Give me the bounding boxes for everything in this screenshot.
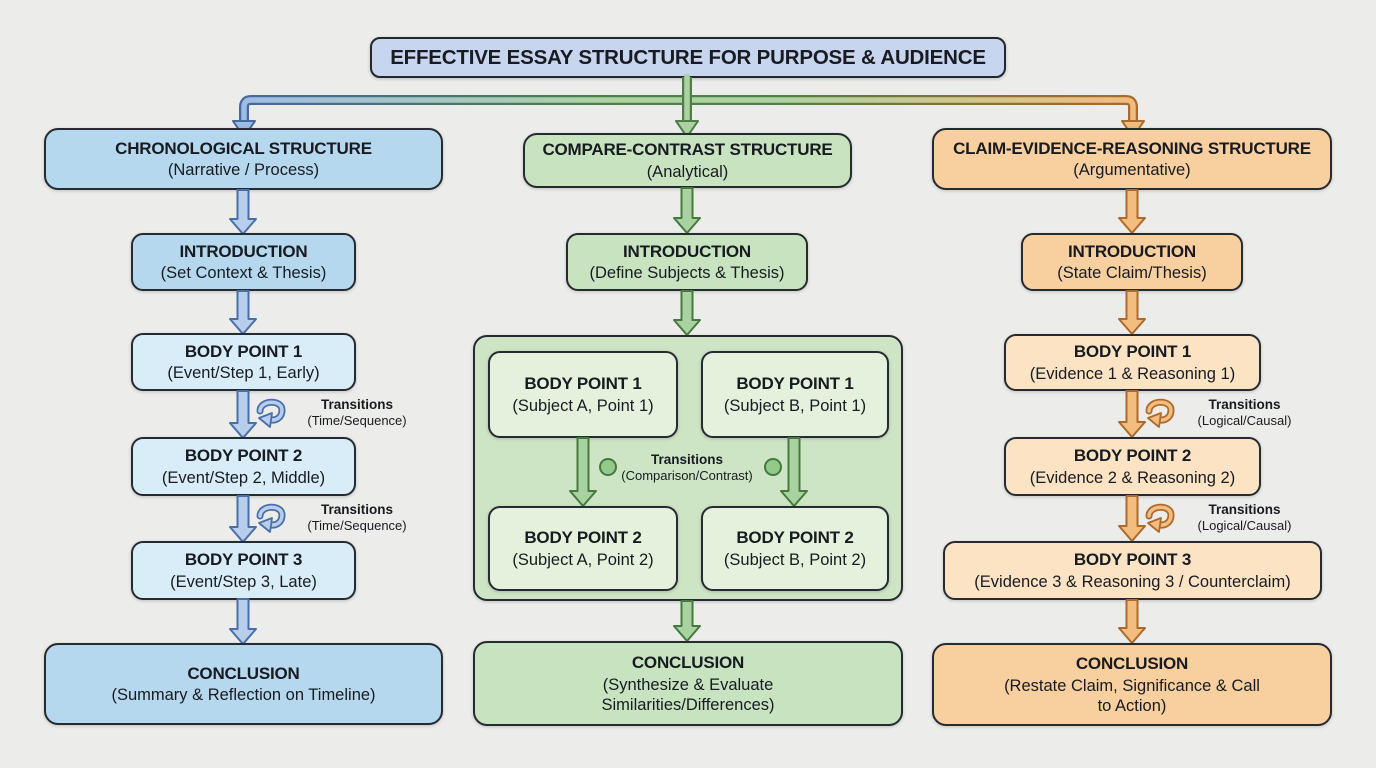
column-header-title: CHRONOLOGICAL STRUCTURE bbox=[115, 138, 372, 158]
box-introduction-compare-contrast: INTRODUCTION (Define Subjects & Thesis) bbox=[566, 233, 808, 291]
flow-arrow-icon bbox=[229, 290, 257, 335]
box-subtitle: (Define Subjects & Thesis) bbox=[589, 264, 785, 283]
box-subtitle: (Subject B, Point 2) bbox=[723, 550, 867, 569]
transition-curved-arrow-icon bbox=[1145, 503, 1175, 533]
flow-arrow-icon bbox=[673, 290, 701, 336]
box-subtitle: (Evidence 3 & Reasoning 3 / Counterclaim… bbox=[974, 572, 1291, 591]
flow-arrow-icon bbox=[1118, 495, 1146, 542]
box-subtitle: (Restate Claim, Significance & Call to A… bbox=[1004, 676, 1260, 715]
box-subtitle: (Subject B, Point 1) bbox=[723, 396, 867, 415]
box-conclusion-claim: CONCLUSION (Restate Claim, Significance … bbox=[932, 643, 1332, 726]
box-title: INTRODUCTION bbox=[1068, 241, 1196, 261]
column-header-subtitle: (Analytical) bbox=[646, 162, 729, 181]
column-header-chronological: CHRONOLOGICAL STRUCTURE (Narrative / Pro… bbox=[44, 128, 443, 190]
box-title: BODY POINT 1 bbox=[524, 374, 642, 394]
transition-title: Transitions bbox=[1208, 397, 1281, 412]
transition-label-chronological-2: Transitions (Time/Sequence) bbox=[282, 502, 432, 534]
box-body-point-3-claim: BODY POINT 3 (Evidence 3 & Reasoning 3 /… bbox=[943, 541, 1322, 600]
box-title: CONCLUSION bbox=[631, 653, 745, 673]
column-header-subtitle: (Argumentative) bbox=[1073, 161, 1191, 180]
flow-arrow-icon bbox=[673, 600, 701, 642]
column-header-subtitle: (Narrative / Process) bbox=[167, 161, 320, 180]
box-introduction-chronological: INTRODUCTION (Set Context & Thesis) bbox=[131, 233, 356, 291]
flow-arrow-icon bbox=[780, 437, 808, 507]
box-title: BODY POINT 2 bbox=[184, 446, 303, 466]
transition-subtitle: (Time/Sequence) bbox=[307, 413, 407, 429]
box-title: BODY POINT 3 bbox=[184, 550, 303, 570]
diagram-title: EFFECTIVE ESSAY STRUCTURE FOR PURPOSE & … bbox=[370, 37, 1006, 78]
flow-arrow-icon bbox=[1118, 290, 1146, 335]
column-header-title: COMPARE-CONTRAST STRUCTURE bbox=[542, 140, 833, 160]
transition-label-chronological-1: Transitions (Time/Sequence) bbox=[282, 397, 432, 429]
box-body-point-2-subject-b: BODY POINT 2 (Subject B, Point 2) bbox=[701, 506, 889, 591]
box-subtitle: (Evidence 2 & Reasoning 2) bbox=[1029, 468, 1236, 487]
box-subtitle: (State Claim/Thesis) bbox=[1057, 264, 1207, 283]
diagram-title-text: EFFECTIVE ESSAY STRUCTURE FOR PURPOSE & … bbox=[390, 45, 986, 69]
box-body-point-1-subject-b: BODY POINT 1 (Subject B, Point 1) bbox=[701, 351, 889, 438]
box-body-point-2-claim: BODY POINT 2 (Evidence 2 & Reasoning 2) bbox=[1004, 437, 1261, 496]
column-header-title: CLAIM-EVIDENCE-REASONING STRUCTURE bbox=[953, 138, 1311, 158]
box-title: CONCLUSION bbox=[1075, 654, 1189, 674]
transition-label-claim-2: Transitions (Logical/Causal) bbox=[1172, 502, 1317, 534]
box-body-point-1-claim: BODY POINT 1 (Evidence 1 & Reasoning 1) bbox=[1004, 334, 1261, 391]
box-title: INTRODUCTION bbox=[623, 241, 751, 261]
box-subtitle: (Set Context & Thesis) bbox=[160, 264, 327, 283]
box-title: INTRODUCTION bbox=[179, 241, 308, 261]
box-subtitle: (Event/Step 1, Early) bbox=[167, 364, 320, 383]
transition-label-compare-contrast: Transitions (Comparison/Contrast) bbox=[607, 452, 767, 484]
box-title: BODY POINT 1 bbox=[184, 341, 303, 361]
flow-arrow-icon bbox=[229, 495, 257, 543]
box-title: BODY POINT 1 bbox=[736, 374, 854, 394]
transition-subtitle: (Logical/Causal) bbox=[1197, 518, 1292, 534]
box-body-point-3-chronological: BODY POINT 3 (Event/Step 3, Late) bbox=[131, 541, 356, 600]
column-header-claim-evidence-reasoning: CLAIM-EVIDENCE-REASONING STRUCTURE (Argu… bbox=[932, 128, 1332, 190]
flow-arrow-icon bbox=[1118, 599, 1146, 644]
transition-title: Transitions bbox=[1208, 502, 1281, 517]
transition-curved-arrow-icon bbox=[256, 398, 286, 428]
transition-title: Transitions bbox=[650, 452, 723, 467]
box-title: BODY POINT 3 bbox=[1073, 550, 1192, 570]
flow-arrow-icon bbox=[673, 187, 701, 234]
box-subtitle: (Subject A, Point 1) bbox=[512, 396, 654, 415]
box-introduction-claim: INTRODUCTION (State Claim/Thesis) bbox=[1021, 233, 1243, 291]
transition-curved-arrow-icon bbox=[256, 503, 286, 533]
box-body-point-1-chronological: BODY POINT 1 (Event/Step 1, Early) bbox=[131, 333, 356, 391]
flow-arrow-icon bbox=[229, 598, 257, 645]
flow-arrow-icon bbox=[229, 189, 257, 235]
transition-subtitle: (Time/Sequence) bbox=[307, 518, 407, 534]
column-header-compare-contrast: COMPARE-CONTRAST STRUCTURE (Analytical) bbox=[523, 133, 852, 188]
transition-subtitle: (Comparison/Contrast) bbox=[621, 468, 753, 484]
box-conclusion-compare-contrast: CONCLUSION (Synthesize & Evaluate Simila… bbox=[473, 641, 903, 726]
box-title: BODY POINT 1 bbox=[1073, 342, 1192, 362]
box-body-point-2-subject-a: BODY POINT 2 (Subject A, Point 2) bbox=[488, 506, 678, 591]
box-body-point-1-subject-a: BODY POINT 1 (Subject A, Point 1) bbox=[488, 351, 678, 438]
flow-arrow-icon bbox=[1118, 189, 1146, 234]
flow-arrow-icon bbox=[569, 437, 597, 507]
box-subtitle: (Event/Step 2, Middle) bbox=[161, 468, 326, 487]
transition-title: Transitions bbox=[320, 502, 393, 517]
transition-subtitle: (Logical/Causal) bbox=[1197, 413, 1292, 429]
flow-arrow-icon bbox=[229, 390, 257, 439]
box-subtitle: (Subject A, Point 2) bbox=[512, 550, 654, 569]
transition-dot-icon bbox=[764, 458, 782, 476]
box-body-point-2-chronological: BODY POINT 2 (Event/Step 2, Middle) bbox=[131, 437, 356, 496]
transition-title: Transitions bbox=[320, 397, 393, 412]
box-subtitle: (Evidence 1 & Reasoning 1) bbox=[1029, 364, 1236, 383]
box-title: CONCLUSION bbox=[187, 663, 300, 683]
transition-label-claim-1: Transitions (Logical/Causal) bbox=[1172, 397, 1317, 429]
flow-arrow-icon bbox=[1118, 390, 1146, 438]
box-title: BODY POINT 2 bbox=[524, 528, 642, 548]
box-title: BODY POINT 2 bbox=[1073, 446, 1192, 466]
box-subtitle: (Summary & Reflection on Timeline) bbox=[111, 686, 376, 705]
transition-dot-icon bbox=[599, 458, 617, 476]
box-subtitle: (Synthesize & Evaluate Similarities/Diff… bbox=[601, 675, 775, 714]
transition-curved-arrow-icon bbox=[1145, 398, 1175, 428]
box-conclusion-chronological: CONCLUSION (Summary & Reflection on Time… bbox=[44, 643, 443, 725]
box-title: BODY POINT 2 bbox=[736, 528, 854, 548]
box-subtitle: (Event/Step 3, Late) bbox=[170, 572, 317, 591]
